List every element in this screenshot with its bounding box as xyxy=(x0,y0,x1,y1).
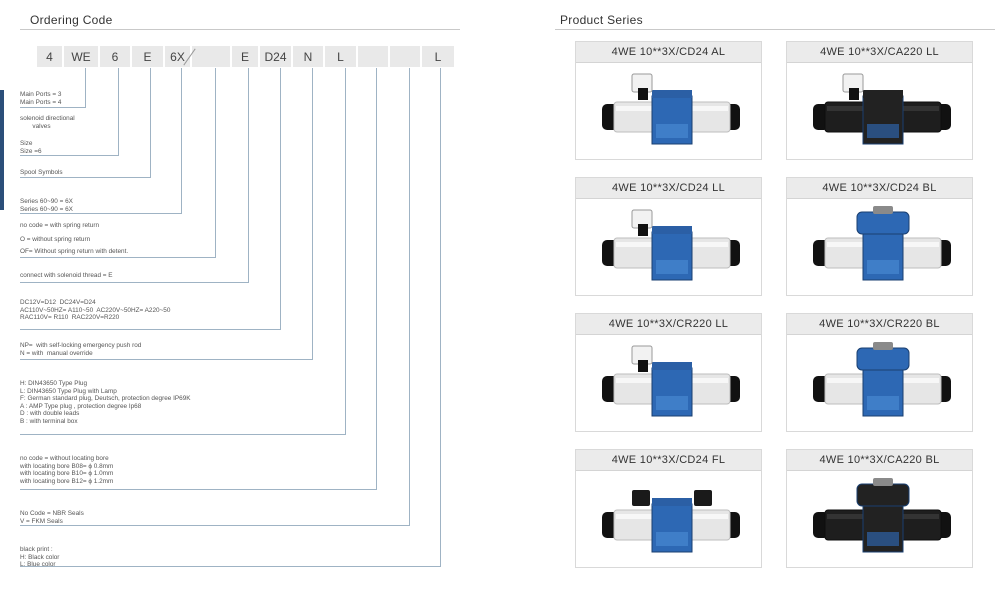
valve-image xyxy=(602,490,740,553)
product-card[interactable]: 4WE 10**3X/CD24 LL xyxy=(575,177,762,296)
code-cell-10: L xyxy=(325,46,358,67)
valve-image xyxy=(813,73,951,145)
leader-line-h7 xyxy=(20,329,281,330)
leader-line-v1 xyxy=(85,68,86,108)
desc-solenoid-thread: connect with solenoid thread = E xyxy=(20,272,113,279)
leader-line-h8 xyxy=(20,359,313,360)
leader-line-v2 xyxy=(118,68,119,155)
valve-image xyxy=(602,345,740,417)
product-card[interactable]: 4WE 10**3X/CD24 AL xyxy=(575,41,762,160)
code-cell-3: 6 xyxy=(100,46,132,67)
product-label: 4WE 10**3X/CA220 LL xyxy=(787,42,972,63)
leader-line-v6 xyxy=(248,68,249,282)
code-cell-11 xyxy=(358,46,390,67)
valve-image xyxy=(602,209,740,281)
leader-line-h5 xyxy=(20,257,216,258)
desc-spring-return: no code = with spring return xyxy=(20,222,100,229)
code-cell-8: D24 xyxy=(260,46,293,67)
ordering-code-title: Ordering Code xyxy=(30,13,113,27)
ordering-title-rule xyxy=(20,29,460,30)
product-card[interactable]: 4WE 10**3X/CD24 FL xyxy=(575,449,762,568)
product-label: 4WE 10**3X/CD24 AL xyxy=(576,42,761,63)
desc-seals: No Code = NBR Seals V = FKM Seals xyxy=(20,510,84,525)
product-label: 4WE 10**3X/CD24 LL xyxy=(576,178,761,199)
product-card[interactable]: 4WE 10**3X/CA220 LL xyxy=(786,41,973,160)
product-card[interactable]: 4WE 10**3X/CR220 BL xyxy=(786,313,973,432)
valve-image xyxy=(813,342,951,417)
valve-image xyxy=(813,206,951,281)
leader-line-v9 xyxy=(345,68,346,434)
desc-size: Size Size =6 xyxy=(20,140,42,155)
product-title-rule xyxy=(555,29,995,30)
product-card[interactable]: 4WE 10**3X/CA220 BL xyxy=(786,449,973,568)
product-card[interactable]: 4WE 10**3X/CD24 BL xyxy=(786,177,973,296)
product-label: 4WE 10**3X/CD24 BL xyxy=(787,178,972,199)
left-accent-bar xyxy=(0,90,4,210)
desc-manual-override: NP= with self-locking emergency push rod… xyxy=(20,342,142,357)
code-cell-4: E xyxy=(132,46,165,67)
leader-line-v7 xyxy=(280,68,281,330)
product-label: 4WE 10**3X/CD24 FL xyxy=(576,450,761,471)
leader-line-h1 xyxy=(20,107,86,108)
desc-detent: OF= Without spring return with detent. xyxy=(20,248,129,255)
code-cell-12 xyxy=(390,46,422,67)
leader-line-v5 xyxy=(215,68,216,258)
leader-line-v12 xyxy=(440,68,441,566)
product-series-title: Product Series xyxy=(560,13,643,27)
leader-line-h9 xyxy=(20,434,346,435)
leader-line-h4 xyxy=(20,213,182,214)
product-card[interactable]: 4WE 10**3X/CR220 LL xyxy=(575,313,762,432)
leader-line-v8 xyxy=(312,68,313,360)
code-cell-13: L xyxy=(422,46,456,67)
desc-print-color: black print : H: Black color L: Blue col… xyxy=(20,546,60,568)
code-cell-1: 4 xyxy=(37,46,64,67)
leader-line-h12 xyxy=(20,566,441,567)
product-label: 4WE 10**3X/CR220 LL xyxy=(576,314,761,335)
desc-no-spring-return: O = without spring return xyxy=(20,236,91,243)
leader-line-h3 xyxy=(20,177,151,178)
leader-line-h6 xyxy=(20,282,249,283)
leader-line-v11 xyxy=(409,68,410,525)
desc-voltage: DC12V=D12 DC24V=D24 AC110V~50HZ= A110~50… xyxy=(20,299,171,321)
leader-line-h11 xyxy=(20,525,410,526)
leader-line-v4 xyxy=(181,68,182,213)
code-cell-2: WE xyxy=(64,46,100,67)
leader-line-v3 xyxy=(150,68,151,177)
code-cell-7: E xyxy=(232,46,260,67)
desc-locating-bore: no code = without locating bore with loc… xyxy=(20,455,114,485)
valve-image xyxy=(602,73,740,145)
product-label: 4WE 10**3X/CR220 BL xyxy=(787,314,972,335)
desc-main-ports: Main Ports = 3 Main Ports = 4 xyxy=(20,91,62,106)
desc-solenoid-valves: solenoid directional valves xyxy=(20,115,75,130)
code-cell-6 xyxy=(192,46,232,67)
desc-plug-types: H: DIN43650 Type Plug L: DIN43650 Type P… xyxy=(20,380,191,425)
desc-series: Series 60~90 = 6X Series 60~90 = 6X xyxy=(20,198,73,213)
valve-image xyxy=(813,478,951,553)
leader-line-h10 xyxy=(20,489,377,490)
desc-spool-symbols: Spool Symbols xyxy=(20,169,63,176)
leader-line-v10 xyxy=(376,68,377,489)
leader-line-h2 xyxy=(20,155,119,156)
code-cell-9: N xyxy=(293,46,325,67)
product-label: 4WE 10**3X/CA220 BL xyxy=(787,450,972,471)
